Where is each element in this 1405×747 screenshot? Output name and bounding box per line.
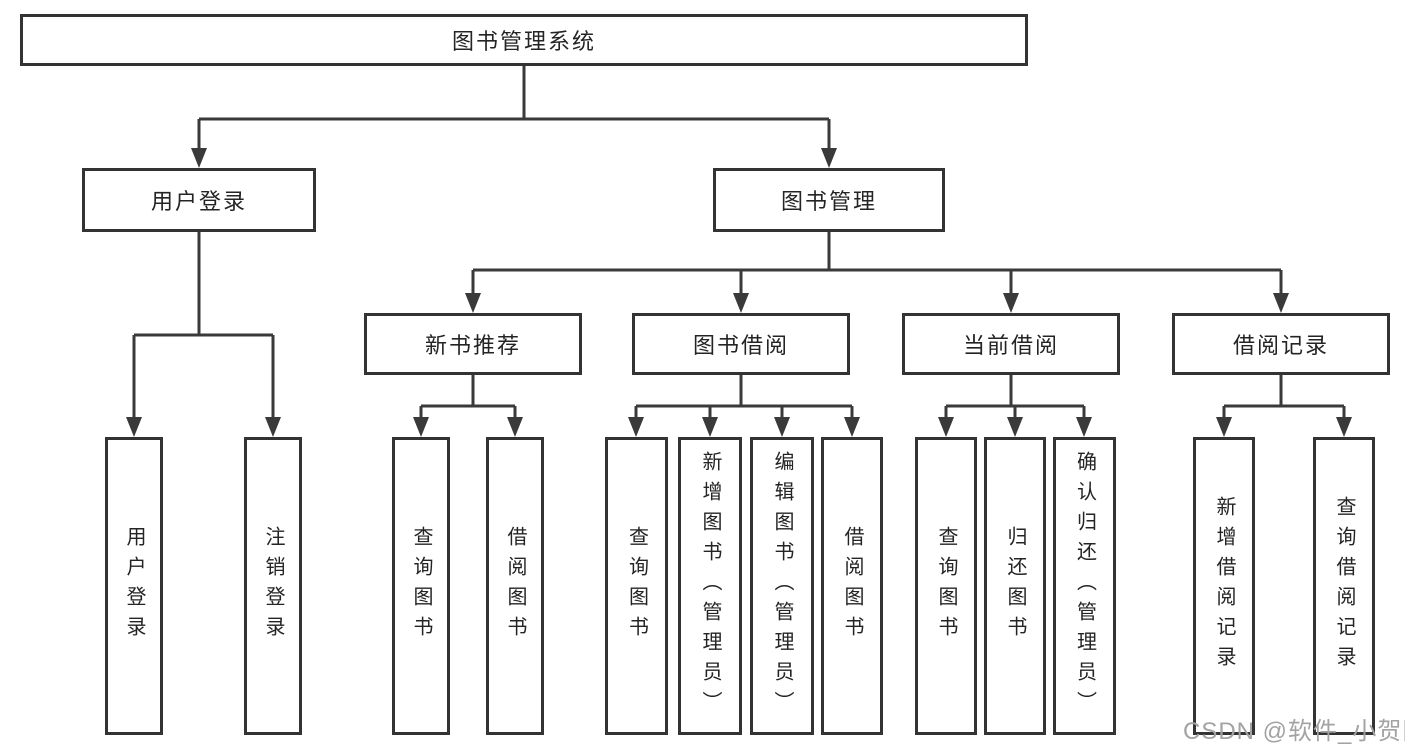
- node-book-management: 图书管理: [713, 168, 945, 232]
- node-current-borrow: 当前借阅: [902, 313, 1120, 375]
- leaf-recommend-borrow-books: 借阅图书: [486, 437, 544, 735]
- node-borrow-records: 借阅记录: [1172, 313, 1390, 375]
- csdn-watermark: CSDN @软件_小贺同学: [1183, 718, 1405, 745]
- leaf-user-login: 用户登录: [105, 437, 163, 735]
- leaf-records-query-borrow-record: 查询借阅记录: [1313, 437, 1375, 735]
- leaf-logout: 注销登录: [244, 437, 302, 735]
- leaf-current-confirm-return-admin: 确认归还（管理员）: [1053, 437, 1116, 735]
- leaf-recommend-query-books: 查询图书: [392, 437, 450, 735]
- leaf-borrow-edit-books-admin: 编辑图书（管理员）: [750, 437, 814, 735]
- node-new-book-recommend: 新书推荐: [364, 313, 582, 375]
- node-root-library-system: 图书管理系统: [20, 14, 1028, 66]
- leaf-borrow-query-books: 查询图书: [605, 437, 668, 735]
- leaf-borrow-add-books-admin: 新增图书（管理员）: [678, 437, 742, 735]
- node-book-borrow: 图书借阅: [632, 313, 850, 375]
- leaf-current-return-books: 归还图书: [984, 437, 1046, 735]
- leaf-current-query-books: 查询图书: [915, 437, 977, 735]
- leaf-borrow-borrow-books: 借阅图书: [821, 437, 883, 735]
- leaf-records-add-borrow-record: 新增借阅记录: [1193, 437, 1255, 735]
- node-user-login: 用户登录: [82, 168, 316, 232]
